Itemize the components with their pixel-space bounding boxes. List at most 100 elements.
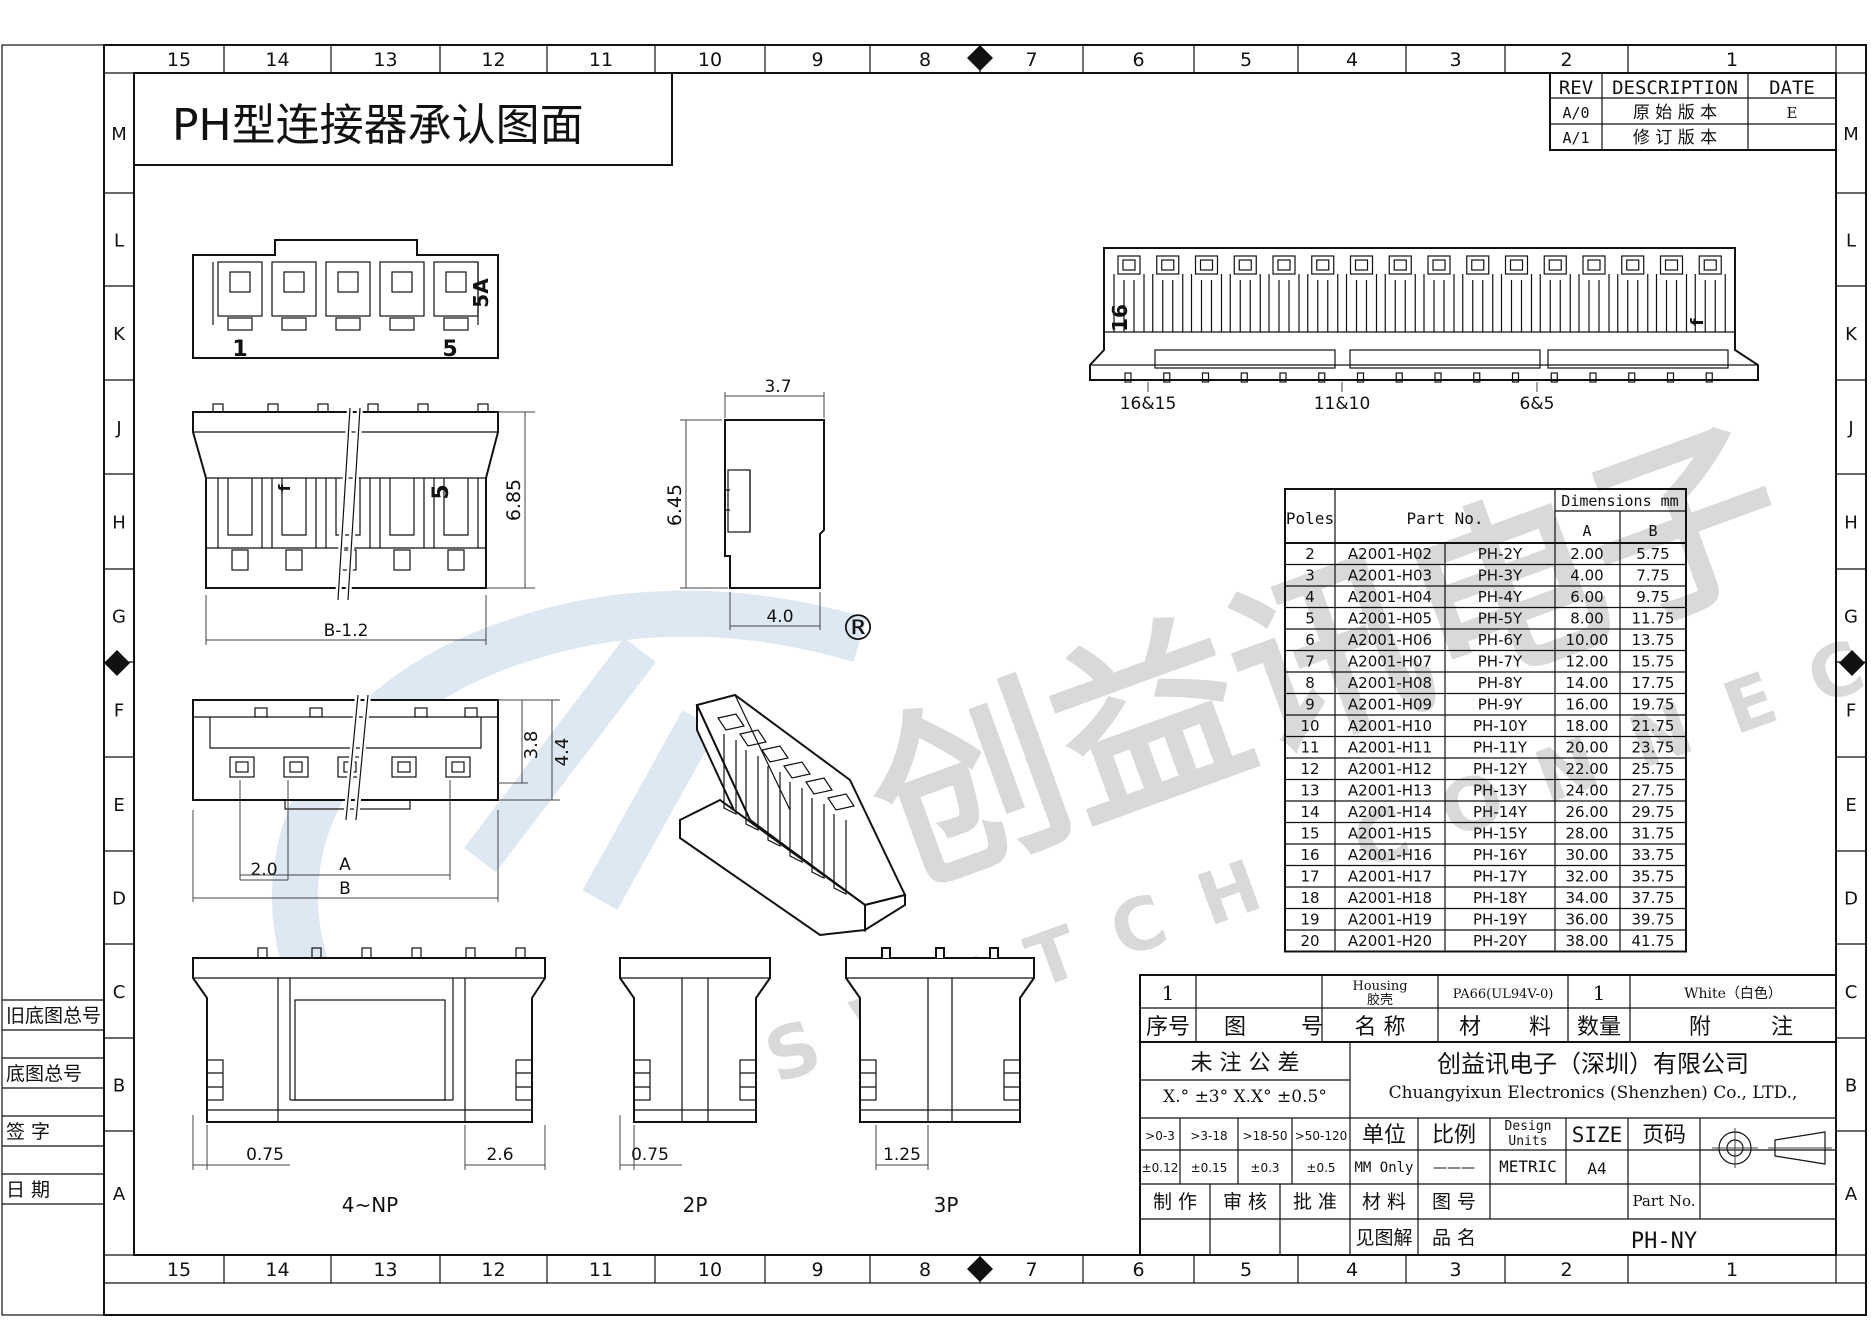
drawing-title: PH型连接器承认图面	[172, 100, 584, 151]
projection-symbol-icon	[1712, 1128, 1832, 1168]
top-view-pin-last: 5	[442, 337, 457, 362]
row-label-right-C: C	[1845, 982, 1858, 1003]
table-cell: 13	[1300, 782, 1319, 800]
col-label-bottom-11: 11	[589, 1259, 613, 1281]
table-header-b: B	[1648, 522, 1657, 540]
table-cell: PH-19Y	[1473, 911, 1528, 929]
bottom-view: 3.8 4.4 2.0 A B	[192, 694, 573, 902]
product-label: 品 名	[1432, 1227, 1476, 1249]
long-view-cell-top	[1659, 255, 1684, 275]
long-view-cell-top	[1311, 255, 1335, 275]
dim-height-3-8: 3.8	[521, 731, 542, 760]
long-view-cell-contact	[1316, 259, 1330, 271]
table-cell: 9	[1305, 696, 1315, 714]
title-block: 1 Housing 胶壳 PA66(UL94V-0) 1 White（白色） 序…	[1139, 974, 1837, 1256]
long-view-pin	[1589, 372, 1597, 383]
table-cell: A2001-H15	[1348, 825, 1432, 843]
long-view-slot	[1152, 274, 1184, 332]
table-cell: 26.00	[1566, 803, 1609, 821]
table-cell: 16	[1300, 846, 1319, 864]
table-cell: 14	[1300, 803, 1319, 821]
head-number: 号	[1301, 1015, 1323, 1040]
col-label-bottom-1: 1	[1726, 1259, 1738, 1281]
bottom-view-slot	[391, 756, 417, 778]
left-label-date: 日 期	[6, 1179, 50, 1201]
table-cell: PH-12Y	[1473, 760, 1528, 778]
company-name-en: Chuangyixun Electronics (Shenzhen) Co., …	[1389, 1083, 1798, 1103]
long-view-slot	[1578, 274, 1610, 332]
long-view-slot	[1190, 274, 1223, 332]
row-label-left-J: J	[115, 418, 121, 439]
left-label-boxes: 旧底图总号 底图总号 签 字 日 期	[2, 999, 104, 1205]
table-cell: PH-14Y	[1473, 803, 1528, 821]
col-label-bottom-4: 4	[1346, 1259, 1358, 1281]
table-cell: 17	[1300, 868, 1319, 886]
table-cell: 15.75	[1632, 653, 1675, 671]
table-cell: PH-9Y	[1478, 696, 1523, 714]
col-label-top-13: 13	[373, 49, 397, 71]
table-cell: PH-5Y	[1478, 610, 1523, 628]
table-cell: 32.00	[1566, 868, 1609, 886]
long-view-slot	[1113, 274, 1145, 332]
col-label-top-12: 12	[481, 49, 505, 71]
table-cell: 7.75	[1636, 567, 1669, 585]
dim-0-75-4np: 0.75	[246, 1145, 284, 1165]
long-view-pin-16: 16	[1108, 304, 1132, 332]
table-cell: 8	[1305, 674, 1315, 692]
long-view-slot	[1268, 274, 1300, 332]
row-label-right-E: E	[1845, 795, 1856, 816]
table-cell: 16.00	[1566, 696, 1609, 714]
side-view: 3.7 6.45 4.0 ®	[664, 377, 876, 649]
dim-a: A	[339, 855, 351, 875]
col-label-bottom-13: 13	[373, 1259, 397, 1281]
rev-header-description: DESCRIPTION	[1612, 77, 1738, 99]
bottom-view-post	[254, 707, 268, 718]
col-label-top-15: 15	[167, 49, 191, 71]
col-label-bottom-3: 3	[1449, 1259, 1461, 1281]
row-label-right-M: M	[1843, 124, 1859, 145]
tolerance-title: 未 注 公 差	[1191, 1051, 1300, 1076]
row-label-left-D: D	[112, 889, 126, 910]
col-label-bottom-7: 7	[1025, 1259, 1037, 1281]
table-cell: A2001-H04	[1348, 588, 1432, 606]
bottom-view-contact	[451, 761, 465, 773]
col-label-top-1: 1	[1726, 49, 1738, 71]
table-cell: 19.75	[1632, 696, 1675, 714]
table-cell: 11	[1300, 739, 1319, 757]
long-view-cell-contact	[1471, 259, 1485, 271]
bom-material: PA66(UL94V-0)	[1453, 987, 1554, 1002]
rev-row1-rev: A/0	[1562, 104, 1589, 122]
table-cell: PH-10Y	[1473, 717, 1528, 735]
table-cell: PH-20Y	[1473, 932, 1528, 950]
page-label: 页码	[1642, 1123, 1686, 1148]
long-view-cell-contact	[1161, 259, 1175, 271]
dim-width-4-0: 4.0	[766, 607, 793, 627]
unit-value: MM Only	[1354, 1160, 1413, 1176]
table-cell: 2	[1305, 545, 1315, 563]
top-view-contact	[229, 271, 251, 293]
col-label-top-14: 14	[265, 49, 289, 71]
table-cell: A2001-H08	[1348, 674, 1432, 692]
table-cell: 5.75	[1636, 545, 1669, 563]
label-4-np: 4~NP	[342, 1193, 399, 1217]
row-label-right-F: F	[1846, 701, 1856, 722]
table-cell: 41.75	[1632, 932, 1675, 950]
design-units-2: Units	[1508, 1134, 1547, 1149]
row-label-right-A: A	[1845, 1184, 1858, 1205]
long-view-cell-contact	[1122, 259, 1136, 271]
long-view-pin	[1240, 372, 1248, 383]
table-frame	[1284, 488, 1687, 953]
table-cell: 22.00	[1566, 760, 1609, 778]
front-view-slot	[379, 478, 425, 548]
front-view-post	[477, 403, 489, 413]
end-view-2p: 0.75 2P	[619, 957, 771, 1217]
end-view-post	[257, 947, 268, 959]
table-cell: A2001-H13	[1348, 782, 1432, 800]
long-view-pin	[1356, 372, 1365, 383]
table-cell: PH-18Y	[1473, 889, 1528, 907]
top-view-cell	[433, 261, 479, 317]
end-view-post	[411, 947, 422, 959]
table-cell: A2001-H17	[1348, 868, 1432, 886]
long-view-cell-top	[1427, 255, 1451, 275]
